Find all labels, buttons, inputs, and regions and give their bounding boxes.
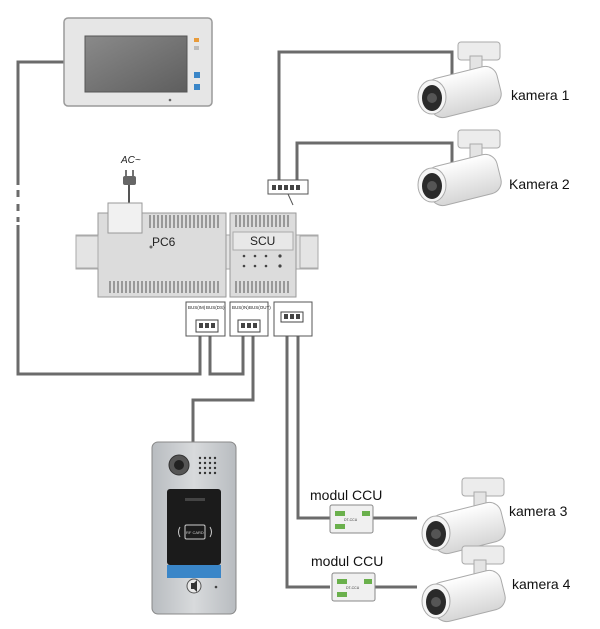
monitor-screen — [84, 35, 188, 93]
scu-camera-terminal — [267, 179, 309, 206]
camera-4-icon — [421, 545, 506, 623]
ccu-2-label: modul CCU — [311, 553, 383, 569]
wire-camera-4 — [285, 336, 330, 589]
wire-camera-1 — [277, 50, 454, 183]
wire-camera-3 — [296, 336, 330, 520]
ccu-2-model: DT-CCU — [346, 586, 360, 590]
wire-monitor-pc6 — [16, 60, 64, 185]
blue-strip — [167, 565, 221, 578]
pc6-terminal-label: BUS(IM) — [188, 305, 206, 310]
camera-1-label: kamera 1 — [511, 87, 570, 103]
scu-camera-out-terminal — [273, 301, 313, 337]
camera-3-label: kamera 3 — [509, 503, 568, 519]
camera-3-icon — [421, 477, 506, 555]
ccu-1-model: DT-CCU — [344, 518, 358, 522]
scu-label: SCU — [250, 234, 275, 248]
scu-terminal-label: BUS(OUT) — [249, 305, 271, 310]
card-reader — [167, 489, 221, 565]
pc6-terminal-block — [185, 301, 226, 337]
monitor-button — [194, 46, 199, 50]
monitor-button-blue — [194, 72, 200, 78]
wire-monitor-pc6-lower — [16, 225, 202, 376]
wires — [16, 50, 454, 589]
wire-doorpanel-scu — [191, 336, 255, 442]
power-plug-icon — [123, 170, 136, 203]
wire-pc6-scu — [208, 336, 245, 376]
camera-1-icon — [417, 41, 502, 119]
video-monitor — [63, 17, 213, 107]
pc6-label: PC6 — [152, 235, 176, 249]
monitor-button-orange — [194, 38, 199, 42]
speaker-grille — [198, 456, 217, 475]
power-label: AC~ — [120, 155, 141, 166]
ccu-module-1 — [329, 504, 374, 534]
ccu-1-label: modul CCU — [310, 487, 382, 503]
pc6-power-supply — [97, 202, 227, 298]
scu-bus-terminal — [229, 301, 269, 337]
scu-module — [229, 212, 297, 298]
ccu-module-2 — [331, 572, 376, 602]
camera-4-label: kamera 4 — [512, 576, 571, 592]
wire-camera-2 — [295, 141, 454, 183]
din-rail-end — [299, 235, 319, 269]
din-rail-end — [75, 235, 99, 269]
card-reader-label: RF CARD — [186, 530, 204, 535]
monitor-button-blue — [194, 84, 200, 90]
door-panel — [151, 441, 237, 615]
card-icon — [184, 524, 206, 540]
camera-2-label: Kamera 2 — [509, 176, 570, 192]
pc6-terminal-label: BUS(DS) — [206, 305, 225, 310]
scu-terminal-label: BUS(IN) — [232, 305, 249, 310]
camera-2-icon — [417, 129, 502, 207]
